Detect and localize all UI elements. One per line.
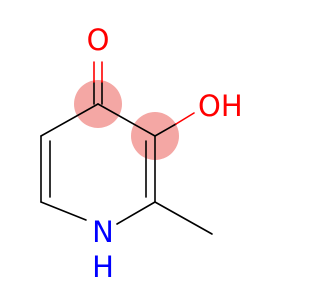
hydroxyl-label: OH [198, 89, 243, 123]
ring-hydrogen-label: H [92, 250, 114, 284]
carbonyl-bond [93, 61, 103, 105]
hydroxyl-bond [154, 112, 195, 137]
bond-c2-methyl [154, 201, 213, 235]
bond-c3-oh-black [154, 123, 177, 137]
bond-c5-c4 [40, 103, 99, 137]
bond-n1-c6 [40, 201, 87, 221]
molecule-diagram: O OH N H [40, 23, 243, 284]
ring-nitrogen-label: N [92, 215, 114, 249]
bond-c2-n1 [116, 201, 156, 225]
carbonyl-oxygen-label: O [87, 23, 110, 57]
bond-c4-c3 [97, 103, 156, 137]
structure-canvas: O OH N H [40, 23, 243, 284]
ring-bonds [40, 103, 156, 225]
bond-c3-oh-red [175, 112, 195, 125]
